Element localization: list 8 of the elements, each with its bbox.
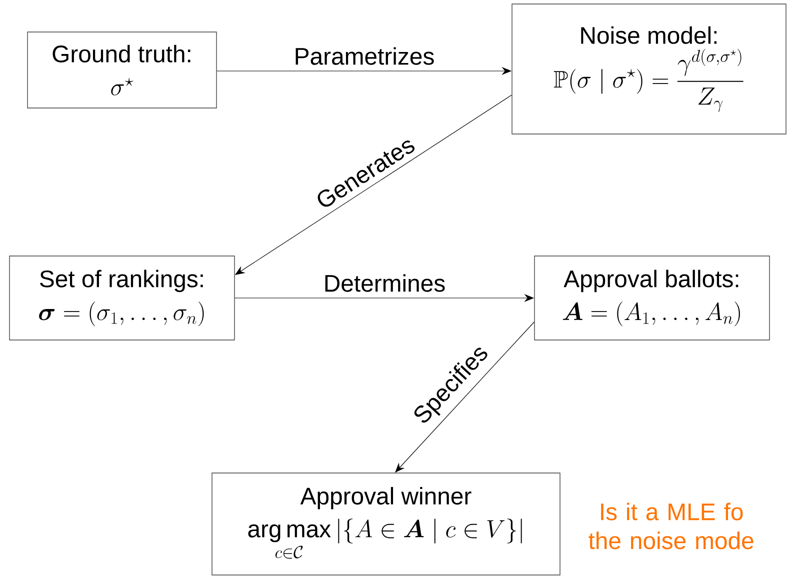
process-box: Approval ballots: $\boldsymbol{A} = (A_1, \ldots, A_n)$	[534, 256, 770, 340]
edge-label: Parametrizes	[296, 47, 434, 65]
note: Is it a MLE fo the noise mode	[588, 502, 754, 550]
edge-label: Determines	[325, 274, 445, 292]
process-box: Noise model: $\mathbb{P}(\sigma \mid \sigma^{\star}) = \frac{\gamma^{d(\sigma,\sigma^{\star})}}{Z_{\gamma}}$	[512, 4, 786, 134]
process-box: Ground truth: $\sigma^{\star}$	[27, 32, 217, 108]
process-box: Set of rankings: $\boldsymbol{\sigma} = (\sigma_1, \ldots, \sigma_n)$	[9, 256, 235, 340]
process-box: Approval winner $\operatorname*{arg\,max}_{c \in \mathcal{C}} \left|\{A \in \boldsymbol{A} \mid c \in V\}\right|$	[212, 472, 560, 576]
